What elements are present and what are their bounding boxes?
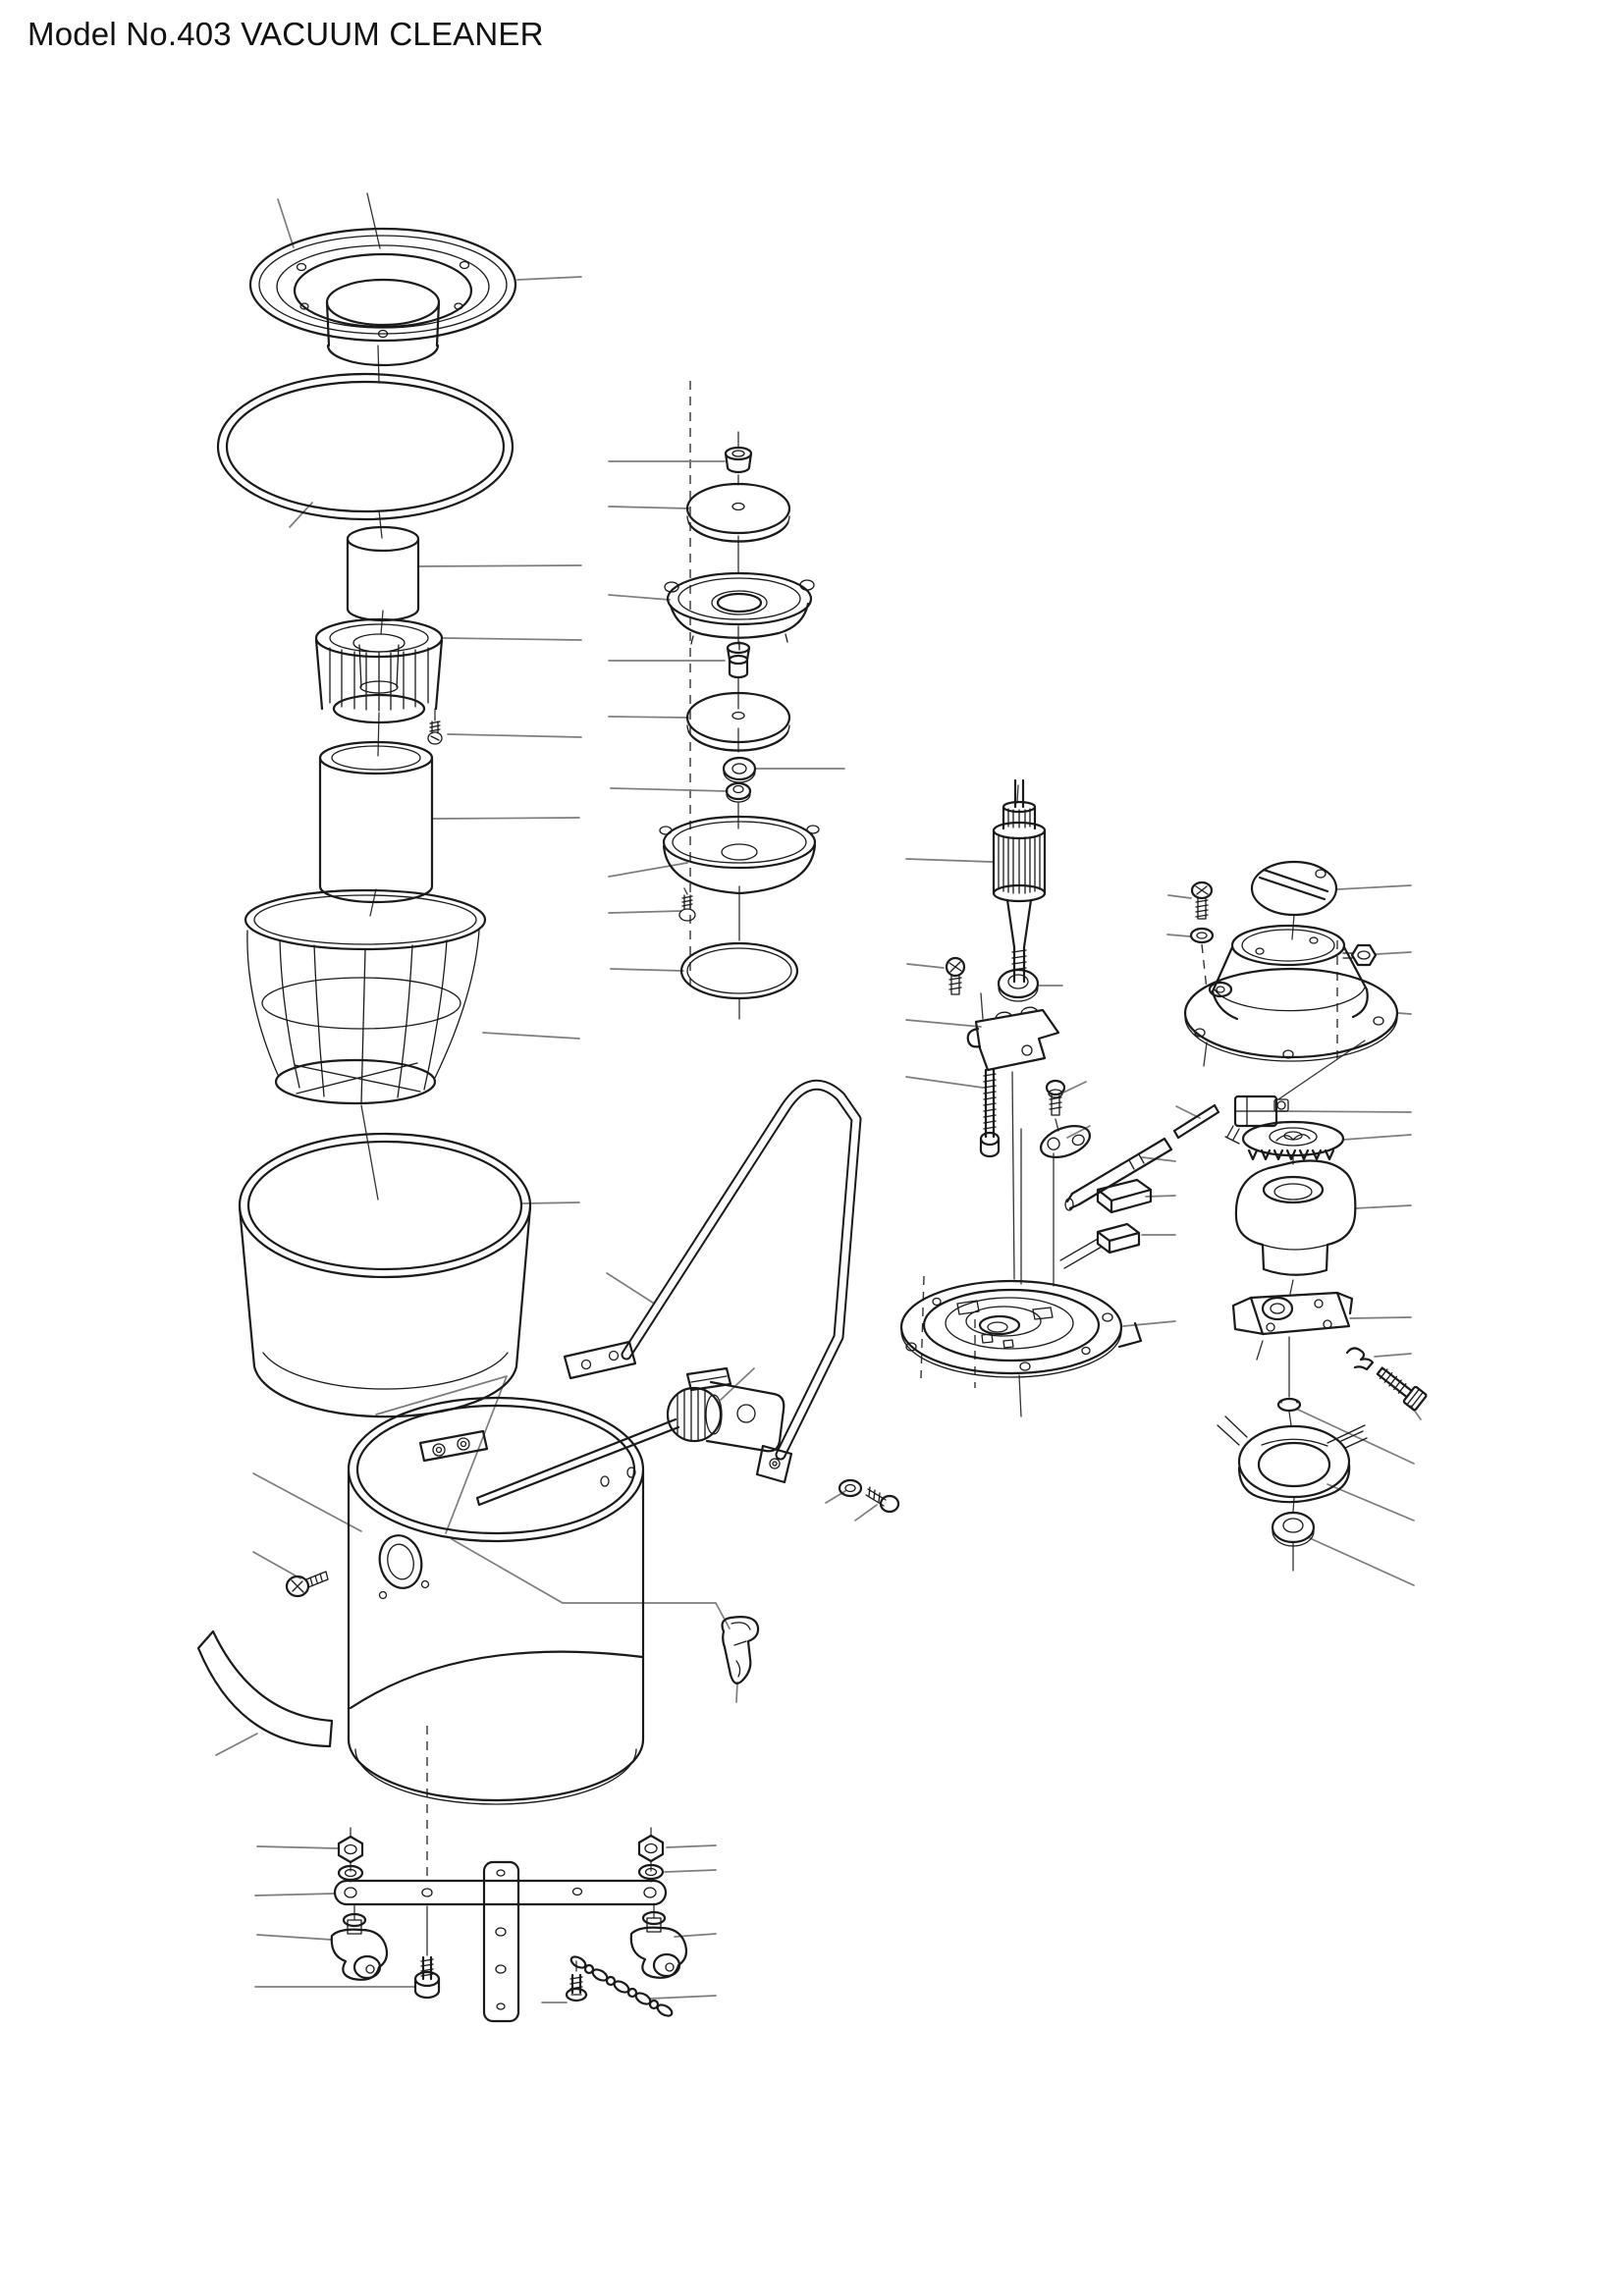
part-63-screw	[565, 1973, 588, 2002]
part-7-bushing	[726, 641, 751, 679]
part-22-washer	[337, 1864, 364, 1882]
part-38-screw	[1190, 881, 1214, 920]
base-cross-plate	[333, 1860, 668, 2023]
part-42-cord-sleeve	[1064, 1137, 1173, 1211]
part-54-fan	[1241, 1120, 1345, 1161]
part-36-armature	[992, 778, 1047, 984]
part-18-clamp-knob	[475, 1366, 785, 1507]
part-53-fan-housing	[1234, 1159, 1357, 1276]
part-30-terminal-plate	[1040, 1125, 1091, 1158]
part-19-tank	[347, 1396, 645, 1805]
part-16-inner-bucket	[238, 1132, 532, 1418]
part-33-brush-holder-bracket	[966, 1006, 1060, 1072]
part-15-gasket	[679, 941, 799, 1000]
part-9-screw	[427, 721, 443, 745]
part-13-screw	[678, 894, 696, 922]
part-8-damper-disc	[685, 691, 791, 752]
part-61-o-ring	[216, 372, 514, 521]
part-24-caster	[330, 1912, 389, 1981]
part-22-nut	[337, 1835, 364, 1864]
part-12-fan-bowl	[659, 815, 820, 895]
part-28-bolt	[865, 1486, 900, 1514]
part-58-cap-disc	[1250, 860, 1338, 917]
part-27-nut	[637, 1834, 665, 1863]
part-17-handle	[563, 1079, 862, 1484]
part-44-carbon-brush-lead	[1059, 1222, 1141, 1269]
part-43-carbon-brush	[1096, 1178, 1153, 1214]
part-34-screw	[945, 956, 966, 995]
part-48-field-coil	[1217, 1415, 1368, 1504]
part-55-switch	[1224, 1095, 1289, 1145]
part-57-nut	[1342, 943, 1378, 967]
part-14-wire-basket	[244, 888, 487, 1105]
part-29-washer	[838, 1478, 863, 1498]
axis-lines	[350, 192, 1366, 1972]
part-20-screw	[285, 1571, 329, 1598]
page-title: Model No.403 VACUUM CLEANER	[27, 16, 544, 52]
part-56-motor-housing	[1183, 924, 1399, 1062]
part-47-bearing	[1271, 1511, 1316, 1547]
part-2-cap	[724, 446, 753, 474]
part-45-motor-base	[899, 1279, 1143, 1378]
part-5-baffle-cover	[664, 571, 815, 651]
part-40-bearing	[997, 968, 1040, 1002]
part-51-clip	[1345, 1347, 1375, 1371]
part-49-screw	[1376, 1366, 1428, 1412]
part-10-sleeve	[725, 781, 752, 803]
part-39-washer	[1189, 927, 1215, 944]
part-60-bag-clamp	[721, 1616, 760, 1684]
part-3-damper-disc	[685, 482, 791, 543]
part-41-cord-guard	[1172, 1103, 1220, 1140]
leader-lines	[215, 198, 1422, 2003]
part-59-washer	[637, 1863, 665, 1881]
part-25-bolt	[413, 1955, 441, 2000]
part-32-long-screw	[979, 1068, 1001, 1158]
part-6-float-cage	[314, 617, 444, 724]
part-64-washer	[1276, 1397, 1302, 1413]
part-26-caster	[629, 1910, 688, 1979]
part-52-motor-bracket	[1231, 1291, 1354, 1336]
part-62-chain	[569, 1955, 674, 2017]
part-11-filter-sleeve	[318, 740, 434, 904]
part-21-band-strip	[196, 1629, 334, 1748]
part-31-screw	[1045, 1079, 1066, 1116]
part-1-tank-cover	[248, 227, 517, 367]
